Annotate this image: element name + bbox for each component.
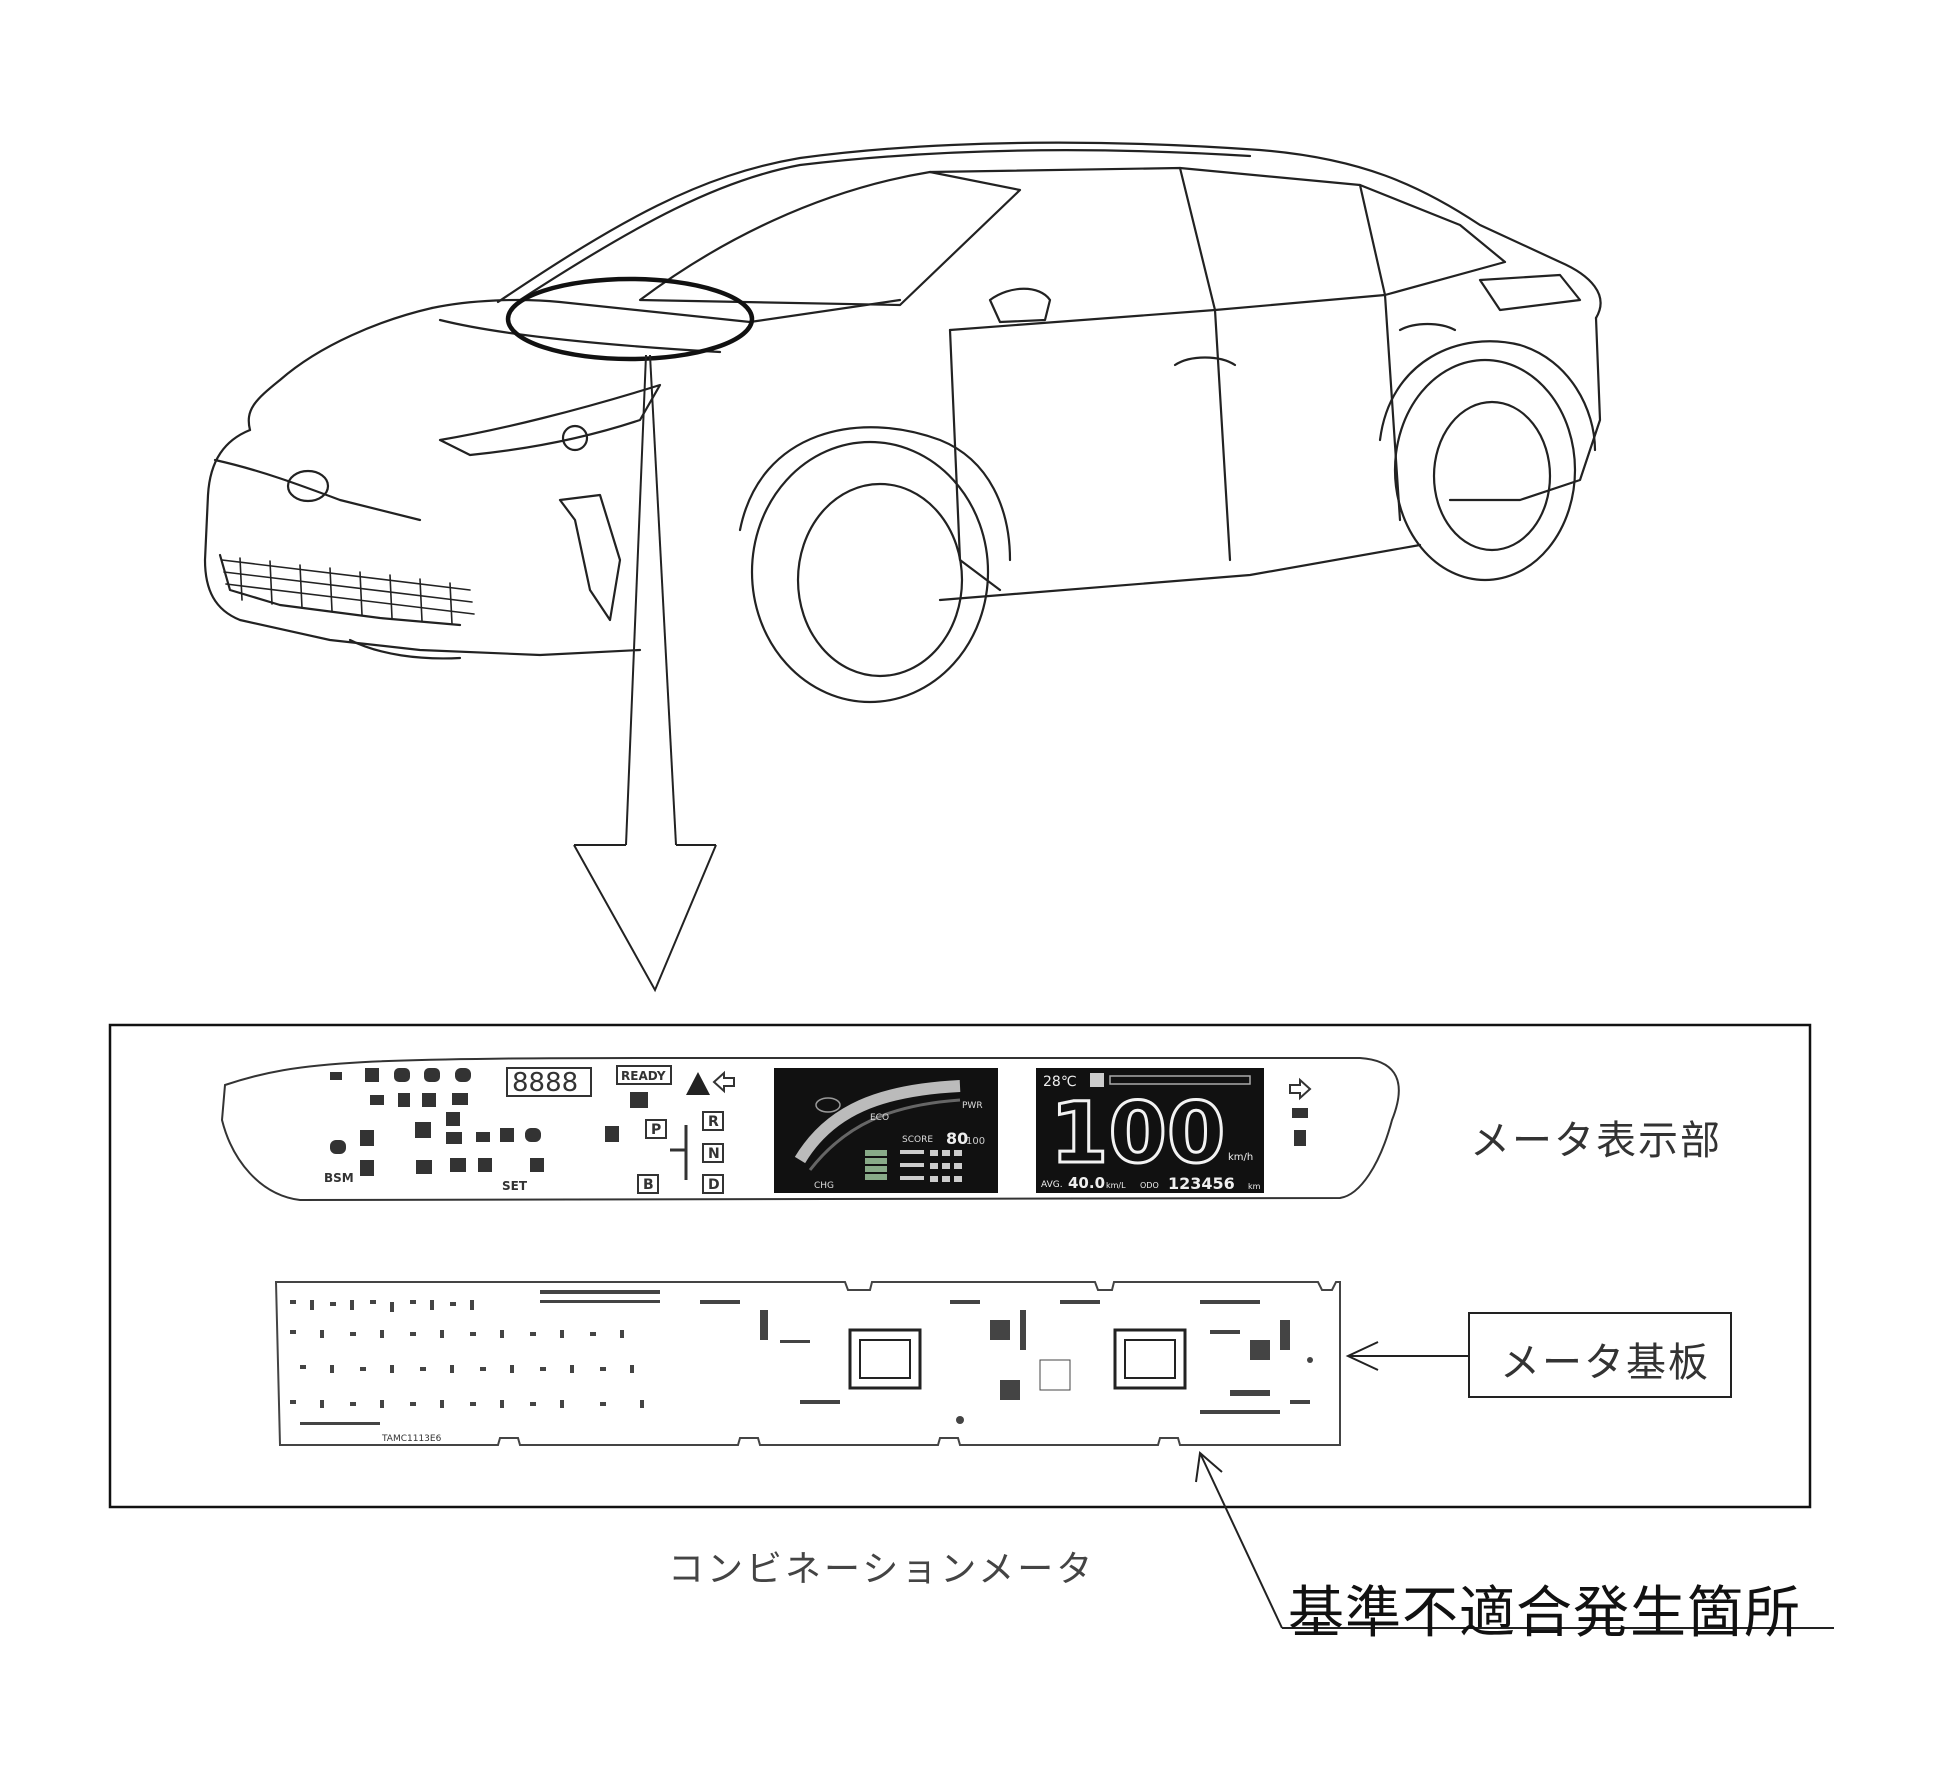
outside-temp: 28℃ [1043, 1074, 1077, 1090]
bsm-indicator: BSM [324, 1171, 354, 1185]
speed-value: 100 [1050, 1084, 1225, 1182]
hybrid-screen [774, 1068, 998, 1193]
avg-unit: km/L [1106, 1181, 1126, 1190]
speed-unit: km/h [1228, 1152, 1253, 1163]
turn-right-icon [1289, 1077, 1312, 1101]
odo-unit: km [1248, 1182, 1261, 1191]
defect-location-label: 基準不適合発生箇所 [1288, 1581, 1801, 1646]
score-grid [900, 1150, 962, 1182]
chg-label: CHG [814, 1181, 834, 1191]
combination-meter-label: コンビネーションメータ [668, 1549, 1096, 1590]
gear-d: D [708, 1177, 720, 1193]
score-value: 80 [946, 1129, 968, 1148]
meter-board-label-box [1468, 1312, 1732, 1398]
meter-display-panel: BSM SET 8888 READY P R N D B [220, 1057, 1400, 1202]
odo-label: ODO [1140, 1181, 1159, 1190]
fuel-icon [1294, 1130, 1306, 1146]
board-components [290, 1290, 1313, 1425]
meter-board: TAMC1113E6 [274, 1281, 1341, 1446]
gear-r: R [708, 1114, 719, 1130]
meter-location-ellipse [505, 276, 755, 362]
speed-screen [1036, 1068, 1264, 1193]
meter-display-label: メータ表示部 [1470, 1118, 1722, 1164]
board-marking: TAMC1113E6 [381, 1434, 442, 1444]
gear-b: B [643, 1177, 654, 1193]
warning-icon [686, 1072, 710, 1095]
meter-detail-frame [108, 1023, 1812, 1509]
ready-indicator: READY [621, 1069, 666, 1083]
set-indicator: SET [502, 1179, 528, 1193]
score-label: SCORE [902, 1135, 933, 1145]
meter-board-label: メータ基板 [1500, 1340, 1710, 1386]
eco-label: ECO [870, 1113, 889, 1123]
score-max: 100 [966, 1136, 985, 1147]
battery-level [865, 1150, 887, 1180]
odo-value: 123456 [1168, 1174, 1235, 1193]
defect-leader [1195, 1451, 1834, 1629]
gear-n: N [708, 1146, 720, 1162]
gear-p: P [651, 1122, 661, 1138]
turn-left-icon [712, 1070, 735, 1094]
avg-value: 40.0 [1068, 1174, 1105, 1192]
board-label-arrow [1345, 1341, 1468, 1371]
pwr-label: PWR [962, 1101, 983, 1111]
segment-display: 8888 [512, 1068, 578, 1098]
avg-label: AVG. [1041, 1180, 1063, 1190]
car-illustration [203, 141, 1602, 704]
headlight-icon [1292, 1108, 1308, 1118]
leader-arrow [573, 354, 717, 993]
